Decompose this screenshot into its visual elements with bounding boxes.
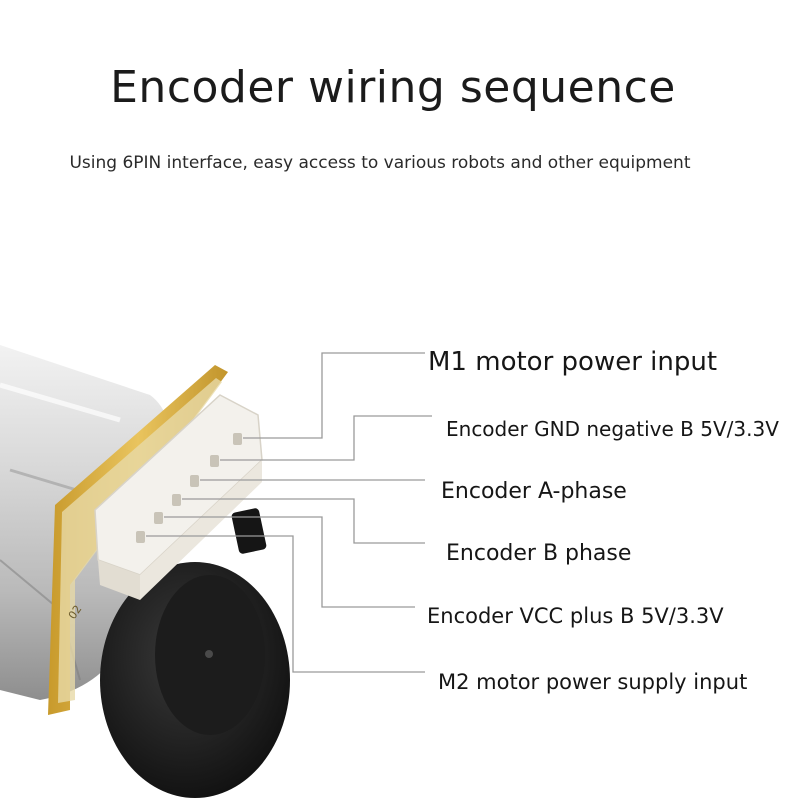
pin-6: [136, 531, 145, 543]
leader-lines: [146, 352, 432, 673]
pin-3: [190, 475, 199, 487]
diagram-subtitle: Using 6PIN interface, easy access to var…: [69, 153, 691, 173]
pin-label-encoder-vcc: Encoder VCC plus B 5V/3.3V: [427, 604, 724, 628]
header-band: [34, 58, 716, 198]
leader-line-4: [182, 498, 425, 544]
pin-2: [210, 455, 219, 467]
connector-6pin: [94, 394, 263, 600]
diagram-title: Encoder wiring sequence: [110, 62, 676, 113]
encoder-disc: [100, 508, 290, 798]
pin-4: [172, 494, 181, 506]
pin-5: [154, 512, 163, 524]
leader-line-5: [164, 516, 415, 608]
pin-label-encoder-b-phase: Encoder B phase: [446, 541, 632, 566]
leader-line-1: [243, 352, 425, 439]
leader-line-6: [146, 535, 425, 673]
pin-label-encoder-gnd: Encoder GND negative B 5V/3.3V: [446, 417, 779, 441]
leader-line-2: [220, 415, 432, 461]
pin-label-m1-power: M1 motor power input: [428, 347, 718, 377]
pin-label-encoder-a-phase: Encoder A-phase: [441, 479, 627, 504]
pcb-board: 02: [48, 365, 228, 715]
pin-label-m2-power: M2 motor power supply input: [438, 670, 748, 694]
pin-1: [233, 433, 242, 445]
